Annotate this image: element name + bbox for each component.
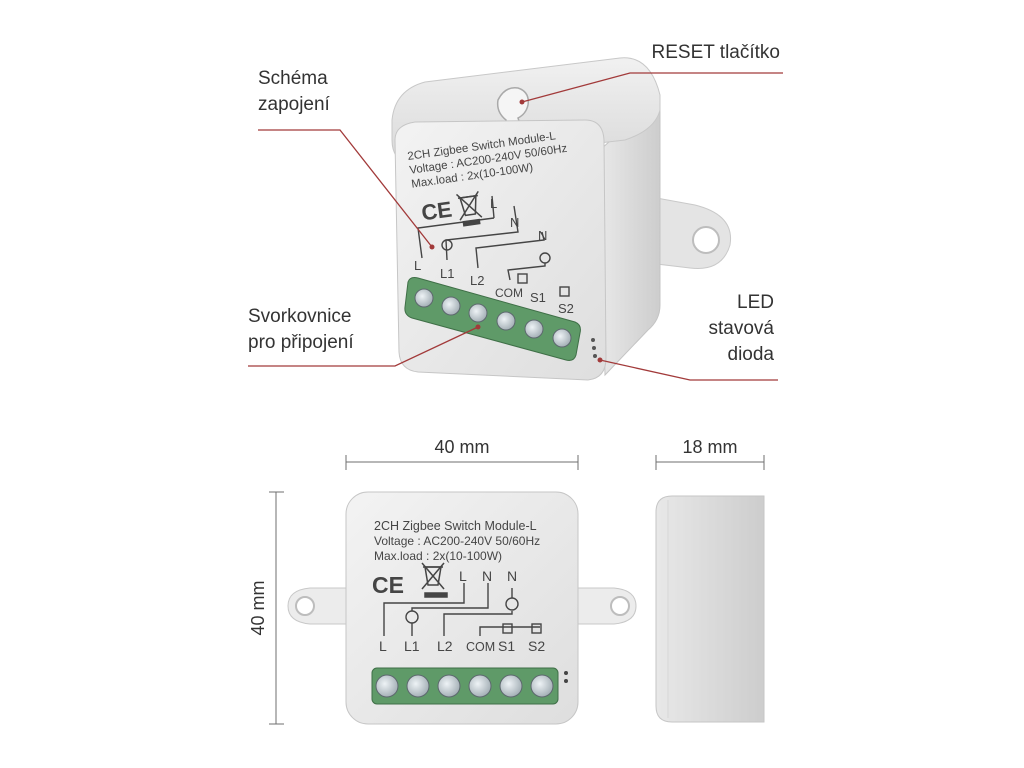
front-label-voltage: Voltage : AC200-240V 50/60Hz xyxy=(374,534,540,548)
terminal-screws-3d xyxy=(414,288,572,348)
leader-dot xyxy=(597,357,603,363)
module-side-view xyxy=(655,495,765,723)
callout-terminal-block: Svorkovnice pro připojení xyxy=(248,304,354,356)
terminal-screw xyxy=(441,296,461,316)
supply-label-l: L xyxy=(459,568,467,584)
front-led-dot xyxy=(564,671,568,675)
status-led-dot xyxy=(591,338,595,342)
callout-status-led-line2: stavová xyxy=(708,318,774,339)
leader-dot xyxy=(429,244,435,250)
status-led-dot xyxy=(592,346,596,350)
terminal-label-s1-3d: S1 xyxy=(530,290,546,305)
callout-wiring-scheme-line1: Schéma xyxy=(258,68,328,89)
front-label-max-load: Max.load : 2x(10-100W) xyxy=(374,549,502,563)
terminal-screw xyxy=(414,288,434,308)
terminal-label-l-3d: L xyxy=(414,258,421,273)
callout-wiring-scheme: Schéma zapojení xyxy=(258,66,330,118)
front-weee-bin-icon xyxy=(421,562,448,598)
front-label-model: 2CH Zigbee Switch Module-L xyxy=(374,519,537,533)
supply-label-l-3d: L xyxy=(490,196,497,211)
terminal-screw xyxy=(499,674,523,698)
front-tab-hole-left xyxy=(295,596,315,616)
terminal-screw xyxy=(437,674,461,698)
supply-label-n: N xyxy=(482,568,492,584)
front-tab-hole-right xyxy=(610,596,630,616)
terminal-block-front xyxy=(371,667,559,705)
module-3d-view: 2CH Zigbee Switch Module-L Voltage : AC2… xyxy=(391,57,732,381)
neutral-label-3d: N xyxy=(538,228,547,243)
terminal-screw xyxy=(496,311,516,331)
callout-reset-button-text: RESET tlačítko xyxy=(651,42,780,63)
callout-terminal-block-line1: Svorkovnice xyxy=(248,306,352,327)
terminal-label-l2-3d: L2 xyxy=(470,273,484,288)
status-led-dot xyxy=(593,354,597,358)
callout-status-led-line3: dioda xyxy=(727,344,775,365)
side-body xyxy=(655,495,765,723)
terminal-label-s2: S2 xyxy=(528,638,545,654)
terminal-label-com-3d: COM xyxy=(495,286,523,300)
leader-terminal-block xyxy=(248,326,479,367)
leader-lines xyxy=(248,72,783,381)
neutral-label: N xyxy=(507,568,517,584)
dimension-height-label: 40 mm xyxy=(248,580,268,635)
mounting-hole xyxy=(692,226,720,254)
leader-dot xyxy=(475,324,481,330)
terminal-screw xyxy=(530,674,554,698)
callout-status-led-line1: LED xyxy=(737,292,774,313)
callout-terminal-block-line2: pro připojení xyxy=(248,332,354,353)
terminal-screw xyxy=(406,674,430,698)
terminal-label-s1: S1 xyxy=(498,638,515,654)
dimension-depth-label: 18 mm xyxy=(682,437,737,457)
front-ce-mark: CE xyxy=(372,572,404,598)
terminal-screw xyxy=(524,319,544,339)
callout-wiring-scheme-line2: zapojení xyxy=(258,94,330,115)
terminal-label-l: L xyxy=(379,638,387,654)
leader-status-led xyxy=(599,359,778,381)
terminal-screw xyxy=(375,674,399,698)
leader-reset-button xyxy=(521,72,783,103)
leader-wiring-scheme xyxy=(258,129,433,248)
terminal-label-s2-3d: S2 xyxy=(558,301,574,316)
ce-mark: CE xyxy=(420,197,454,226)
leader-dot xyxy=(519,99,525,105)
terminal-screw xyxy=(468,674,492,698)
wiring-schematic-3d xyxy=(417,195,570,297)
terminal-label-com: COM xyxy=(466,640,495,654)
front-led-dot xyxy=(564,679,568,683)
dimension-width-label: 40 mm xyxy=(434,437,489,457)
leader-endpoints xyxy=(429,99,603,363)
terminal-label-l1: L1 xyxy=(404,638,420,654)
reset-button xyxy=(496,87,530,133)
terminal-label-l2: L2 xyxy=(437,638,453,654)
terminal-screw xyxy=(468,303,488,323)
module-front-view: 2CH Zigbee Switch Module-L Voltage : AC2… xyxy=(287,491,637,725)
terminal-screw xyxy=(552,328,572,348)
front-wiring-schematic xyxy=(383,583,542,636)
supply-label-n-3d: N xyxy=(510,215,519,230)
callout-status-led: LED stavová dioda xyxy=(709,290,774,368)
module-side xyxy=(599,103,661,377)
callout-reset-button: RESET tlačítko xyxy=(652,40,780,66)
terminal-screws-front xyxy=(375,674,554,698)
dimension-lines xyxy=(269,455,765,725)
terminal-label-l1-3d: L1 xyxy=(440,266,454,281)
